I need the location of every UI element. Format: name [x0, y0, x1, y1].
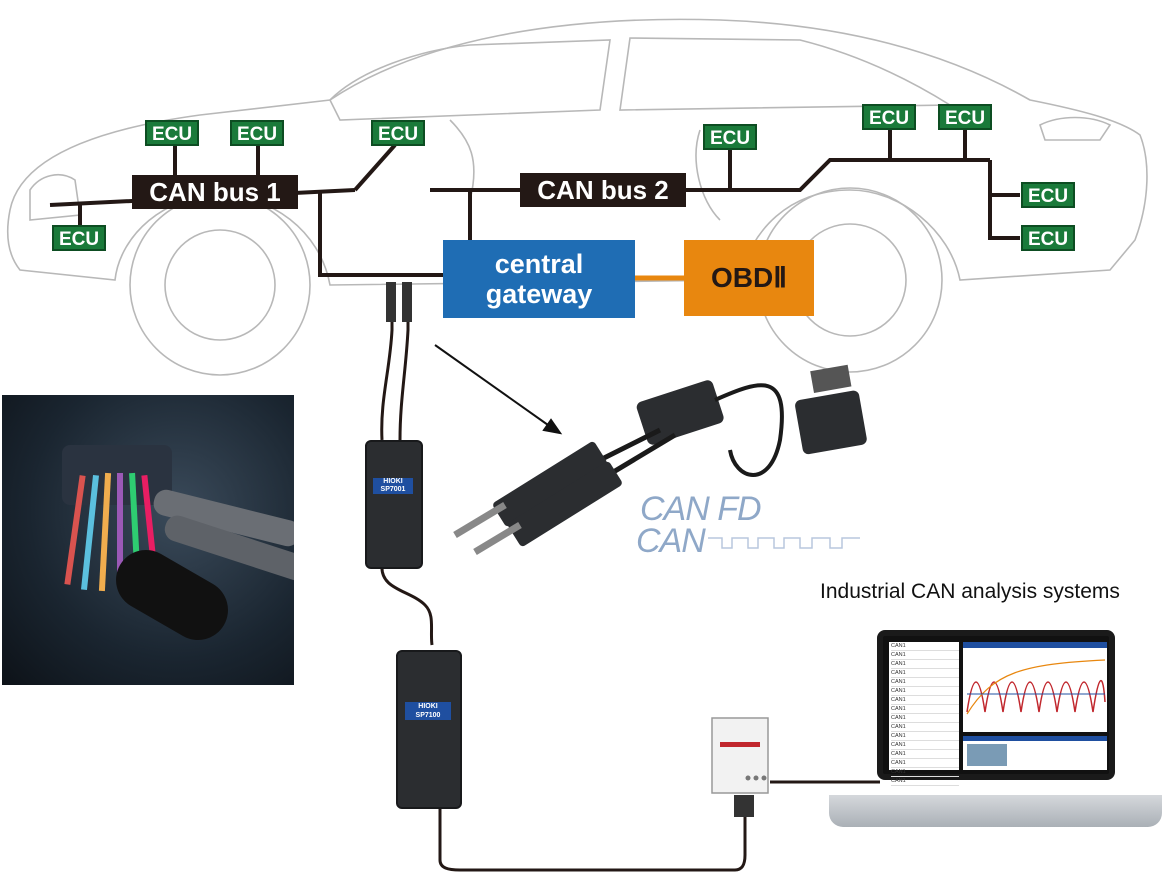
- ecu-stub: [353, 143, 397, 192]
- can-id-row: CAN1: [891, 678, 959, 687]
- waveform-panel: [963, 642, 1107, 732]
- diagram-panel: [963, 736, 1107, 770]
- sensor-brand: HIOKI: [383, 478, 403, 485]
- probe-clip: [402, 282, 412, 322]
- can-probe-illustration: [453, 364, 867, 556]
- can-id-row: CAN1: [891, 660, 959, 669]
- ecu-box: ECU: [371, 120, 425, 146]
- can-id-row: CAN1: [891, 768, 959, 777]
- can-fd-label: CAN FD: [640, 490, 762, 528]
- interface-model: SP7100: [415, 712, 441, 719]
- probe-cables: [380, 285, 410, 441]
- central-gateway-box: central gateway: [443, 240, 635, 318]
- probe-clip: [386, 282, 396, 322]
- waveform-chart: [963, 642, 1107, 715]
- gateway-line-1: central: [494, 249, 584, 279]
- arrow: [434, 344, 563, 435]
- can-id-row: CAN1: [891, 750, 959, 759]
- can-id-row: CAN1: [891, 696, 959, 705]
- can-bus-2-label: CAN bus 2: [520, 173, 686, 207]
- ecu-box: ECU: [230, 120, 284, 146]
- can-id-row: CAN1: [891, 777, 959, 786]
- can-id-row: CAN1: [891, 723, 959, 732]
- ecu-box: ECU: [145, 120, 199, 146]
- can-id-row: CAN1: [891, 732, 959, 741]
- ecu-box: ECU: [52, 225, 106, 251]
- can-waveform: [708, 537, 860, 549]
- can-id-row: CAN1: [891, 705, 959, 714]
- can-bus-2-line: [430, 158, 990, 192]
- ecu-stub: [988, 160, 1020, 197]
- ecu-box: ECU: [938, 104, 992, 130]
- interface-converter-cable: [438, 805, 747, 872]
- sensor-model: SP7001: [380, 486, 406, 493]
- can-id-row: CAN1: [891, 759, 959, 768]
- can-id-row: CAN1: [891, 714, 959, 723]
- ecu-box: ECU: [1021, 225, 1075, 251]
- obd2-box: OBDⅡ: [684, 240, 814, 316]
- can-sensor-device: HIOKI SP7001: [365, 440, 423, 569]
- db9-connector: [734, 795, 754, 817]
- can-converter: [711, 717, 769, 794]
- sensor-interface-cable: [380, 564, 434, 646]
- ecu-box: ECU: [703, 124, 757, 150]
- can-id-row: CAN1: [891, 687, 959, 696]
- gateway-line-2: gateway: [485, 279, 593, 309]
- can-label: CAN: [636, 522, 706, 560]
- can-bus-1-label: CAN bus 1: [132, 175, 298, 209]
- can-id-row: CAN1: [891, 741, 959, 750]
- bus1-to-gateway: [318, 190, 443, 277]
- ecu-box: ECU: [862, 104, 916, 130]
- can-interface-device: HIOKI SP7100: [396, 650, 462, 809]
- wiring-photo: [2, 395, 294, 685]
- can-id-row: CAN1: [891, 651, 959, 660]
- can-id-row: CAN1: [891, 669, 959, 678]
- industrial-systems-title: Industrial CAN analysis systems: [820, 580, 1120, 603]
- ecu-stub: [988, 195, 1020, 240]
- can-id-row: CAN1: [891, 642, 959, 651]
- ecu-box: ECU: [1021, 182, 1075, 208]
- laptop-base: [829, 795, 1162, 827]
- interface-brand: HIOKI: [418, 703, 438, 710]
